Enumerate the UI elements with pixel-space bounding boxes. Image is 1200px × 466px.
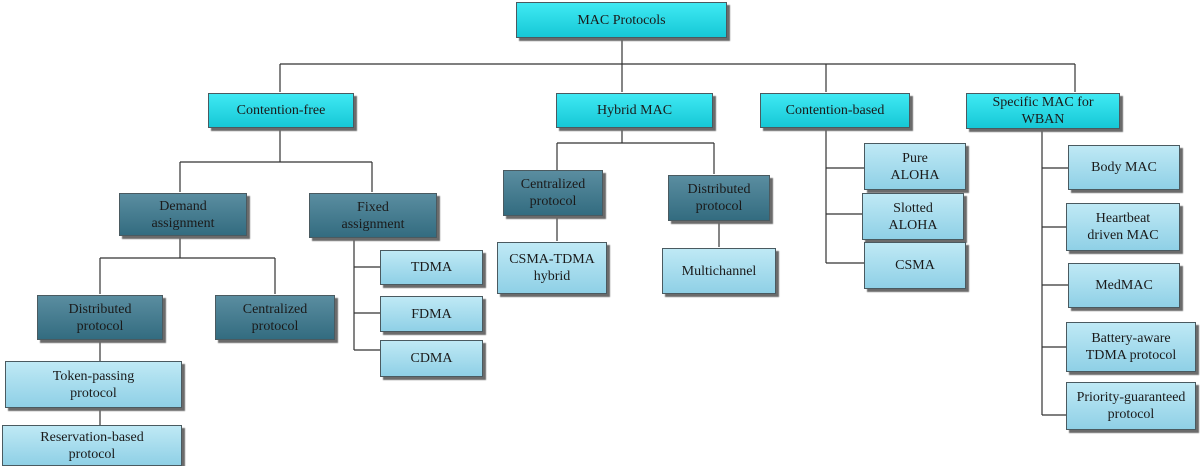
node-multichannel: Multichannel [662,248,776,294]
node-body-mac: Body MAC [1068,145,1180,190]
node-contention-free: Contention-free [208,93,354,128]
node-heartbeat-driven-mac: Heartbeat driven MAC [1066,203,1180,251]
node-fixed-assignment: Fixed assignment [309,193,437,238]
node-csma-tdma-hybrid: CSMA-TDMA hybrid [497,242,607,294]
node-slotted-aloha: Slotted ALOHA [862,193,964,240]
node-contention-based: Contention-based [760,93,910,128]
node-medmac: MedMAC [1068,263,1180,308]
node-specific-mac-for-wban: Specific MAC for WBAN [966,93,1120,129]
node-reservation-based-protocol: Reservation-based protocol [2,425,182,466]
node-fdma: FDMA [380,296,483,332]
node-centralized-protocol-hybrid: Centralized protocol [503,170,603,216]
node-distributed-protocol-hybrid: Distributed protocol [668,175,770,221]
node-token-passing-protocol: Token-passing protocol [5,361,182,408]
node-cdma: CDMA [380,340,483,377]
node-tdma: TDMA [380,250,483,285]
node-distributed-protocol-demand: Distributed protocol [37,295,163,340]
node-pure-aloha: Pure ALOHA [864,143,966,190]
node-battery-aware-tdma-protocol: Battery-aware TDMA protocol [1066,322,1196,372]
node-centralized-protocol-demand: Centralized protocol [215,295,335,340]
node-hybrid-mac: Hybrid MAC [556,93,713,128]
node-demand-assignment: Demand assignment [119,193,247,236]
root-node-mac-protocols: MAC Protocols [516,2,727,38]
node-priority-guaranteed-protocol: Priority-guaranteed protocol [1066,382,1196,430]
node-csma: CSMA [864,242,966,289]
